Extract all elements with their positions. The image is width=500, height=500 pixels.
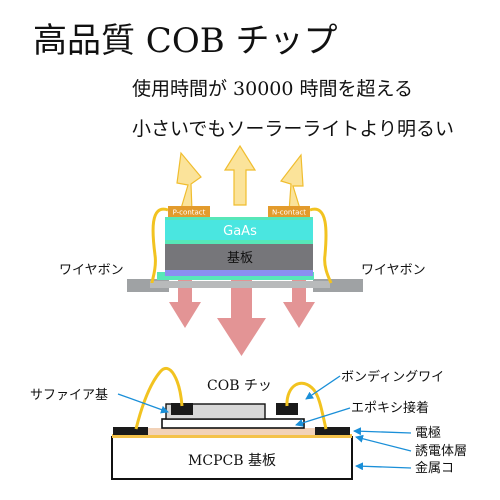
pointer-metal-core: [355, 462, 412, 471]
red-arrow-left: [169, 262, 201, 328]
pointer-bonding-wire: [305, 375, 341, 400]
epoxy-layer: [148, 428, 315, 435]
pointer-electrode: [353, 427, 412, 436]
sapphire-base: [161, 418, 305, 429]
cob-chip-label: COB チッ: [207, 378, 272, 394]
red-downward-arrows: [169, 262, 315, 356]
base-bar-center: [150, 281, 330, 288]
pointer-epoxy: [295, 407, 351, 427]
blue-band: [165, 270, 313, 276]
top-wire-left: [150, 207, 169, 284]
bottom-wire-left: [134, 366, 184, 430]
yellow-arrow-right: [279, 153, 304, 213]
pointer-lines: [117, 375, 412, 471]
red-arrow-center: [217, 262, 266, 356]
headline-title: 高品質 COB チップ: [33, 21, 338, 61]
epoxy-label: エポキシ接着: [351, 400, 429, 416]
bonding-wire-label: ボンディングワイ: [341, 369, 444, 385]
headline-line-1: 使用時間が 30000 時間を超える: [132, 78, 413, 100]
chip-pad-left: [171, 403, 193, 415]
substrate-label: 基板: [227, 251, 253, 266]
gaas-label: GaAs: [223, 224, 257, 239]
wire-bond-label-right: ワイヤボン: [361, 263, 426, 278]
electrode-left: [113, 427, 148, 435]
yellow-light-arrows: [176, 144, 304, 213]
electrode-label: 電極: [415, 425, 441, 441]
bottom-wire-right: [285, 381, 328, 430]
red-arrow-right: [283, 262, 315, 328]
p-contact-label: P-contact: [173, 209, 206, 217]
mcpcb-label: MCPCB 基板: [188, 452, 276, 469]
gaas-layer: [165, 220, 313, 240]
sapphire-label: サファイア基: [30, 388, 108, 403]
headline-line-2: 小さいでもソーラーライトより明るい: [132, 118, 454, 140]
n-contact-label: N-contact: [272, 209, 306, 217]
pointer-sapphire: [117, 393, 169, 414]
yellow-arrow-center: [223, 144, 257, 206]
top-wire-right: [309, 207, 333, 284]
wire-bond-label-left: ワイヤボン: [59, 263, 124, 278]
n-contact-pad: [268, 206, 310, 217]
yellow-arrow-left: [176, 151, 202, 213]
metal-core-label: 金属コ: [415, 460, 454, 476]
dielectric-layer: [112, 434, 352, 438]
electrode-right: [315, 427, 350, 435]
substrate-layer: [165, 244, 313, 270]
dielectric-label: 誘電体層: [415, 444, 467, 459]
pointer-dielectric: [355, 434, 412, 452]
p-contact-pad: [168, 206, 210, 217]
chip-pad-right: [276, 403, 298, 415]
mcpcb-board: [111, 436, 353, 480]
